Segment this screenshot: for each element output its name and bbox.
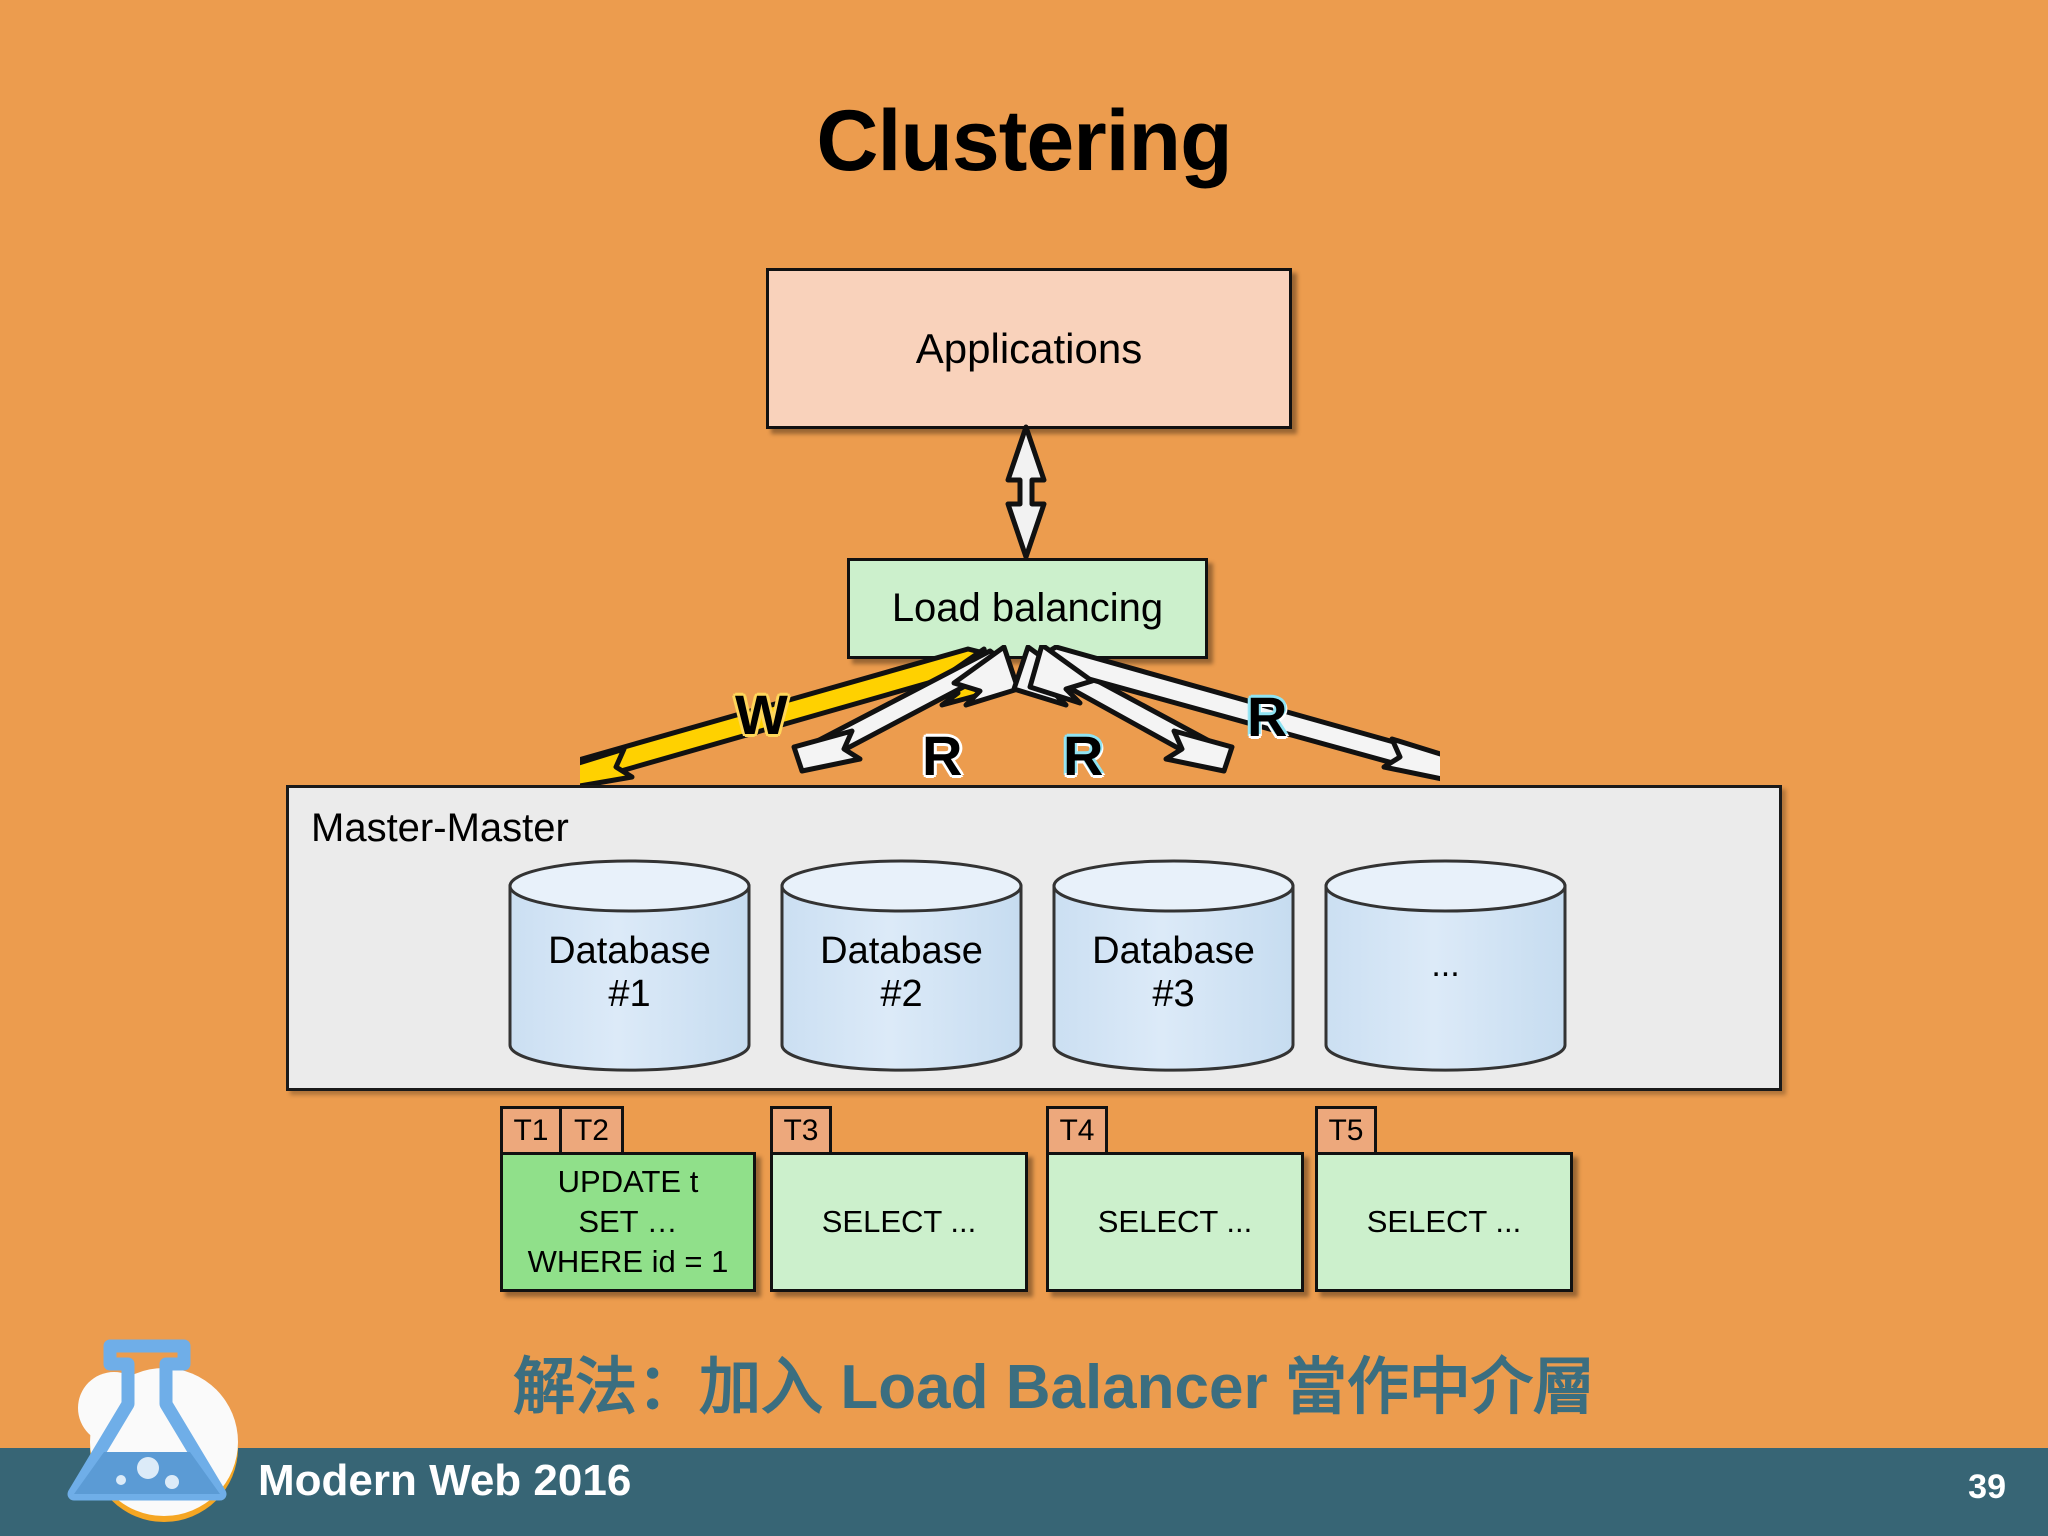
master-master-panel: Master-Master Database #1 [286, 785, 1782, 1091]
transaction-tab: T2 [562, 1106, 624, 1152]
transaction-card-3: T4 SELECT ... [1046, 1106, 1304, 1292]
database-cylinder-3: Database #3 [1051, 858, 1296, 1073]
double-headed-arrow-icon [1005, 424, 1047, 560]
read-flow-arrow-1 [791, 645, 1021, 774]
database-cylinder-2: Database #2 [779, 858, 1024, 1073]
transaction-body: UPDATE t SET … WHERE id = 1 [500, 1152, 756, 1292]
transaction-body: SELECT ... [1046, 1152, 1304, 1292]
applications-box: Applications [766, 268, 1292, 429]
transaction-tab: T4 [1046, 1106, 1108, 1152]
transaction-card-4: T5 SELECT ... [1315, 1106, 1573, 1292]
transaction-tabs: T3 [770, 1106, 1028, 1152]
page-number: 39 [1968, 1468, 2006, 1506]
cylinder-icon [508, 859, 751, 1072]
cylinder-icon [1324, 859, 1567, 1072]
page-title: Clustering [816, 93, 1232, 189]
flask-logo-icon [67, 1339, 238, 1522]
database-cylinder-more: ... [1323, 858, 1568, 1073]
cylinder-icon [1052, 859, 1295, 1072]
cylinder-icon [780, 859, 1023, 1072]
database-cylinder-1: Database #1 [507, 858, 752, 1073]
applications-label: Applications [915, 324, 1143, 372]
transaction-tabs: T4 [1046, 1106, 1304, 1152]
transaction-card-1: T1 T2 UPDATE t SET … WHERE id = 1 [500, 1106, 756, 1292]
load-balancing-label: Load balancing [891, 586, 1164, 630]
transaction-tab: T3 [770, 1106, 832, 1152]
footer-bar [0, 1448, 2048, 1536]
load-balancing-box: Load balancing [847, 558, 1208, 659]
flow-label-r3: R [1247, 685, 1288, 748]
transaction-body: SELECT ... [1315, 1152, 1573, 1292]
transaction-tabs: T1 T2 [500, 1106, 756, 1152]
flow-arrows-group [580, 645, 1440, 789]
transaction-tab: T5 [1315, 1106, 1377, 1152]
flow-label-r1: R [922, 724, 963, 787]
slide-caption: 解法：加入 Load Balancer 當作中介層 [513, 1353, 1595, 1422]
transaction-body: SELECT ... [770, 1152, 1028, 1292]
flow-label-r2: R [1063, 724, 1104, 787]
flow-label-w: W [735, 683, 788, 746]
transaction-tab: T1 [500, 1106, 562, 1152]
read-flow-arrow-3 [1027, 645, 1440, 782]
footer-title: Modern Web 2016 [258, 1456, 632, 1505]
master-master-label: Master-Master [311, 806, 569, 850]
transaction-card-2: T3 SELECT ... [770, 1106, 1028, 1292]
transaction-tabs: T5 [1315, 1106, 1573, 1152]
